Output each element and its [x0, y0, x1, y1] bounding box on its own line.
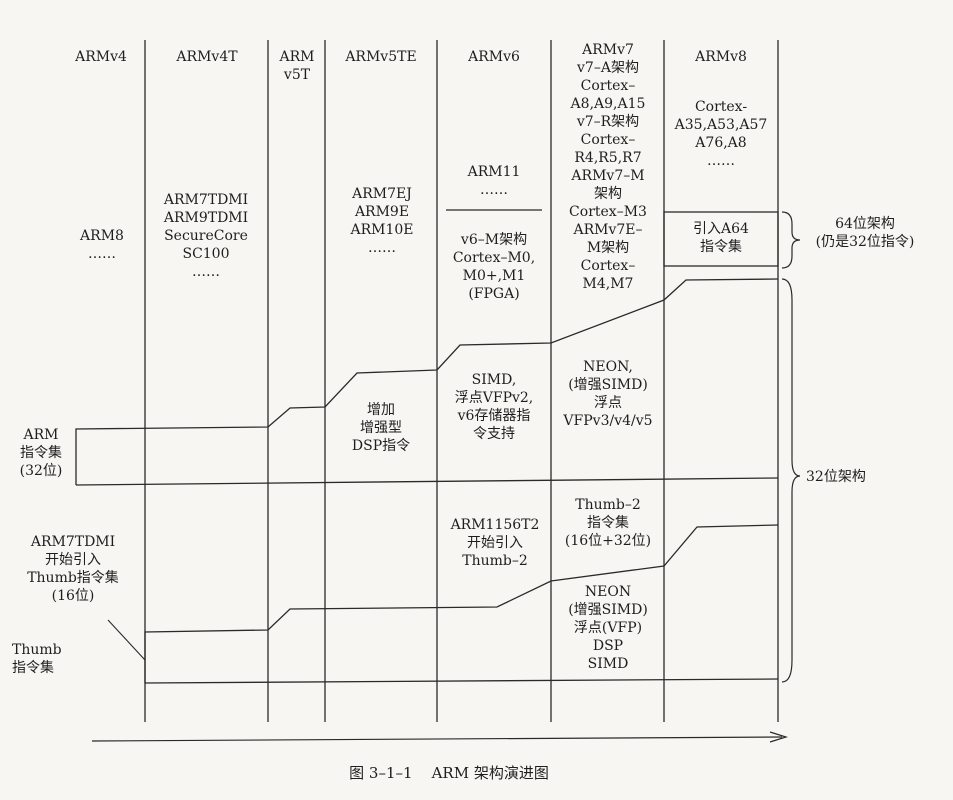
arm-isa-v6-feature: SIMD, 浮点VFPv2, v6存储器指 令支持 [454, 372, 534, 442]
arm-isa-label: ARM 指令集 (32位) [19, 427, 63, 479]
thumb-v7-top: Thumb–2 指令集 (16位+32位) [564, 497, 652, 549]
header-armv7: ARMv7 v7–A架构 Cortex– A8,A9,A15 v7–R架构 Co… [569, 42, 647, 292]
bracket-32bit-label: 32位架构 [806, 469, 866, 485]
armv8-a64-label: 引入A64 指令集 [693, 221, 749, 255]
timeline-arrow-head [769, 731, 789, 743]
thumb-isa-curve [144, 524, 779, 683]
cores-armv8: Cortex- A35,A53,A57 A76,A8 …… [674, 99, 768, 169]
thumb-label-leader [107, 619, 146, 661]
timeline-arrow-shaft [91, 736, 783, 742]
header-armv5t: ARM v5T [279, 49, 315, 83]
header-armv6: ARMv6 [468, 49, 520, 65]
cores-armv5te: ARM7EJ ARM9E ARM10E …… [350, 186, 414, 256]
cores-armv4t: ARM7TDMI ARM9TDMI SecureCore SC100 …… [163, 192, 249, 280]
arm-isa-v5te-feature: 增加 增强型 DSP指令 [351, 402, 411, 454]
bracket-64bit [781, 211, 801, 269]
bracket-64bit-label: 64位架构 (仍是32位指令) [815, 216, 915, 250]
arm-isa-curve [75, 278, 779, 485]
thumb-isa-label: Thumb 指令集 [12, 642, 62, 676]
header-armv4t: ARMv4T [176, 49, 238, 65]
a64-box [663, 211, 779, 267]
cores-armv6-m: v6–M架构 Cortex–M0, M0+,M1 (FPGA) [452, 232, 536, 302]
bracket-32bit [781, 278, 801, 683]
header-armv5te: ARMv5TE [345, 49, 417, 65]
header-armv4: ARMv4 [75, 49, 127, 65]
thumb-v7-features: NEON (增强SIMD) 浮点(VFP) DSP SIMD [568, 584, 648, 672]
header-armv8: ARMv8 [695, 49, 747, 65]
thumb-isa-bottom-line [144, 678, 779, 684]
figure-caption: 图 3–1–1 ARM 架构演进图 [349, 764, 549, 782]
arm-isa-v7-feature: NEON, (增强SIMD) 浮点 VFPv3/v4/v5 [563, 359, 653, 429]
thumb-v6-feature: ARM1156T2 开始引入 Thumb–2 [450, 517, 540, 569]
arm-isa-bottom-line [75, 477, 779, 486]
thumb-intro-note: ARM7TDMI 开始引入 Thumb指令集 (16位) [27, 534, 119, 604]
cores-armv4: ARM8 …… [80, 228, 124, 262]
cores-armv6: ARM11 …… [467, 164, 521, 198]
